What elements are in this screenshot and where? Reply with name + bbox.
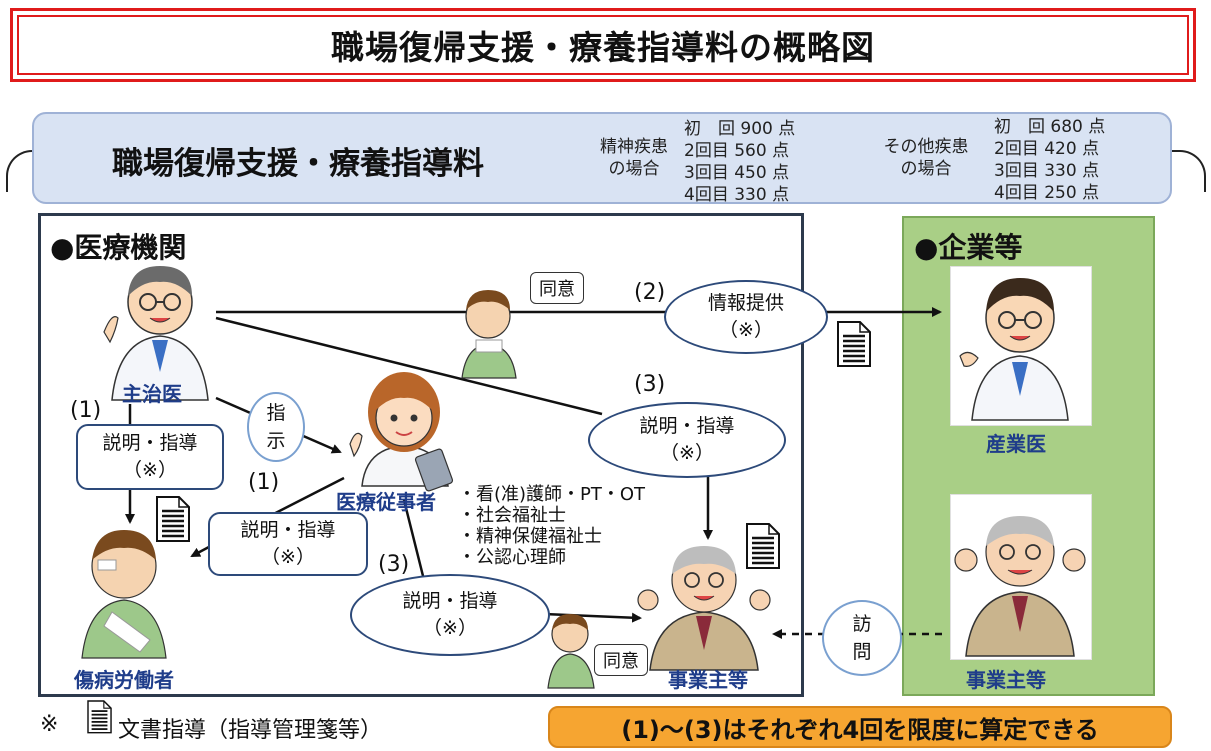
staff-role-3: ・精神保健福祉士 — [458, 526, 602, 547]
instruct-char-1: 指 — [266, 402, 286, 424]
occupational-doctor-figure — [959, 278, 1069, 421]
occupational-doctor-label: 産業医 — [986, 432, 1046, 456]
page-title: 職場復帰支援・療養指導料の概略図 — [17, 15, 1189, 75]
other-rate-4: 4回目 250 点 — [994, 183, 1100, 203]
explain-box-1b: 説明・指導 （※） — [208, 512, 368, 576]
explain-box-1b-label: 説明・指導 — [240, 519, 336, 541]
visit-char-2: 問 — [852, 641, 872, 663]
medical-staff-figure — [349, 372, 454, 492]
other-category-line2: の場合 — [900, 159, 952, 179]
patient-consent-bottom-figure — [547, 614, 595, 689]
explain-ellipse-3a: 説明・指導 （※） — [588, 402, 786, 478]
flow-number-1a: (1) — [70, 398, 102, 423]
consent-bubble-top: 同意 — [530, 272, 584, 304]
explain-ellipse-3b-label: 説明・指導 — [402, 590, 498, 612]
bracket-left — [6, 150, 38, 192]
attending-doctor-figure — [103, 266, 209, 401]
flow-number-3b: (3) — [378, 552, 410, 577]
flow-number-1b: (1) — [248, 470, 280, 495]
explain-ellipse-3b-mark: （※） — [423, 617, 477, 639]
summary-box: (1)～(3)はそれぞれ4回を限度に算定できる — [548, 706, 1172, 748]
explain-ellipse-3a-label: 説明・指導 — [639, 415, 735, 437]
mental-rate-2: 2回目 560 点 — [684, 141, 790, 161]
patient-consent-top-figure — [461, 290, 517, 379]
doctor-to-explain3-line — [215, 316, 603, 416]
staff-role-4: ・公認心理師 — [458, 547, 566, 568]
explain-box-1b-mark: （※） — [261, 546, 315, 568]
medical-title: ●医療機関 — [50, 231, 187, 264]
other-rate-1: 初 回 680 点 — [994, 117, 1106, 137]
instruct-char-2: 示 — [266, 430, 286, 452]
fee-name: 職場復帰支援・療養指導料 — [112, 146, 484, 182]
document-icon-footnote — [87, 700, 112, 734]
other-rate-2: 2回目 420 点 — [994, 139, 1100, 159]
other-category-line1: その他疾患 — [883, 137, 969, 157]
corp-title: ●企業等 — [914, 231, 1023, 264]
mental-category-line1: 精神疾患 — [600, 137, 668, 157]
employer-label-corp: 事業主等 — [966, 668, 1046, 692]
explain3b-to-employer-arrow — [543, 612, 642, 623]
visit-circle: 訪 問 — [822, 600, 902, 676]
staff-to-explain3b-line — [402, 499, 426, 581]
explain-ellipse-3b: 説明・指導 （※） — [350, 574, 550, 656]
mental-category-line2: の場合 — [608, 159, 660, 179]
mental-category: 精神疾患 の場合 — [592, 136, 676, 180]
document-icon-info — [836, 320, 872, 368]
explain-ellipse-3a-mark: （※） — [660, 442, 714, 464]
injured-worker-label: 傷病労働者 — [74, 668, 174, 692]
mental-rate-4: 4回目 330 点 — [684, 185, 790, 205]
staff-role-list: ・看(准)護師・PT・OT ・社会福祉士 ・精神保健福祉士 ・公認心理師 — [458, 484, 645, 568]
employer-figure-medical — [637, 546, 771, 671]
fee-summary-box — [32, 112, 1172, 204]
flow-number-3a: (3) — [634, 372, 666, 397]
medical-staff-label: 医療従事者 — [336, 490, 436, 514]
attending-doctor-label: 主治医 — [122, 382, 182, 406]
explain-box-1a-mark: （※） — [123, 459, 177, 481]
staff-role-1: ・看(准)護師・PT・OT — [458, 484, 646, 505]
document-icon-worker — [155, 495, 191, 543]
explain-box-1a: 説明・指導 （※） — [76, 424, 224, 490]
explain-box-1a-label: 説明・指導 — [102, 432, 198, 454]
info-provision-ellipse: 情報提供 （※） — [664, 280, 828, 354]
mental-rates: 初 回 900 点 2回目 560 点 3回目 450 点 4回目 330 点 — [684, 118, 814, 206]
other-category: その他疾患 の場合 — [870, 136, 982, 180]
info-provision-label: 情報提供 — [707, 292, 784, 314]
mental-rate-1: 初 回 900 点 — [684, 119, 796, 139]
other-rates: 初 回 680 点 2回目 420 点 3回目 330 点 4回目 250 点 — [994, 116, 1124, 204]
staff-role-2: ・社会福祉士 — [458, 505, 566, 526]
info-provision-mark: （※） — [719, 319, 773, 341]
title-frame: 職場復帰支援・療養指導料の概略図 — [10, 8, 1196, 82]
mental-rate-3: 3回目 450 点 — [684, 163, 790, 183]
consent-bubble-bottom: 同意 — [594, 644, 648, 676]
employer-label-medical: 事業主等 — [668, 668, 748, 692]
document-icon-employer — [745, 522, 781, 570]
other-rate-3: 3回目 330 点 — [994, 161, 1100, 181]
employer-figure-corp — [954, 516, 1086, 657]
visit-char-1: 訪 — [852, 613, 872, 635]
bracket-right — [1170, 150, 1206, 192]
injured-worker-figure — [81, 530, 167, 659]
flow-number-2: (2) — [634, 280, 666, 305]
footnote-mark: ※ — [40, 712, 59, 737]
instruct-circle: 指 示 — [247, 392, 305, 462]
footnote-text: 文書指導（指導管理箋等） — [118, 718, 383, 743]
